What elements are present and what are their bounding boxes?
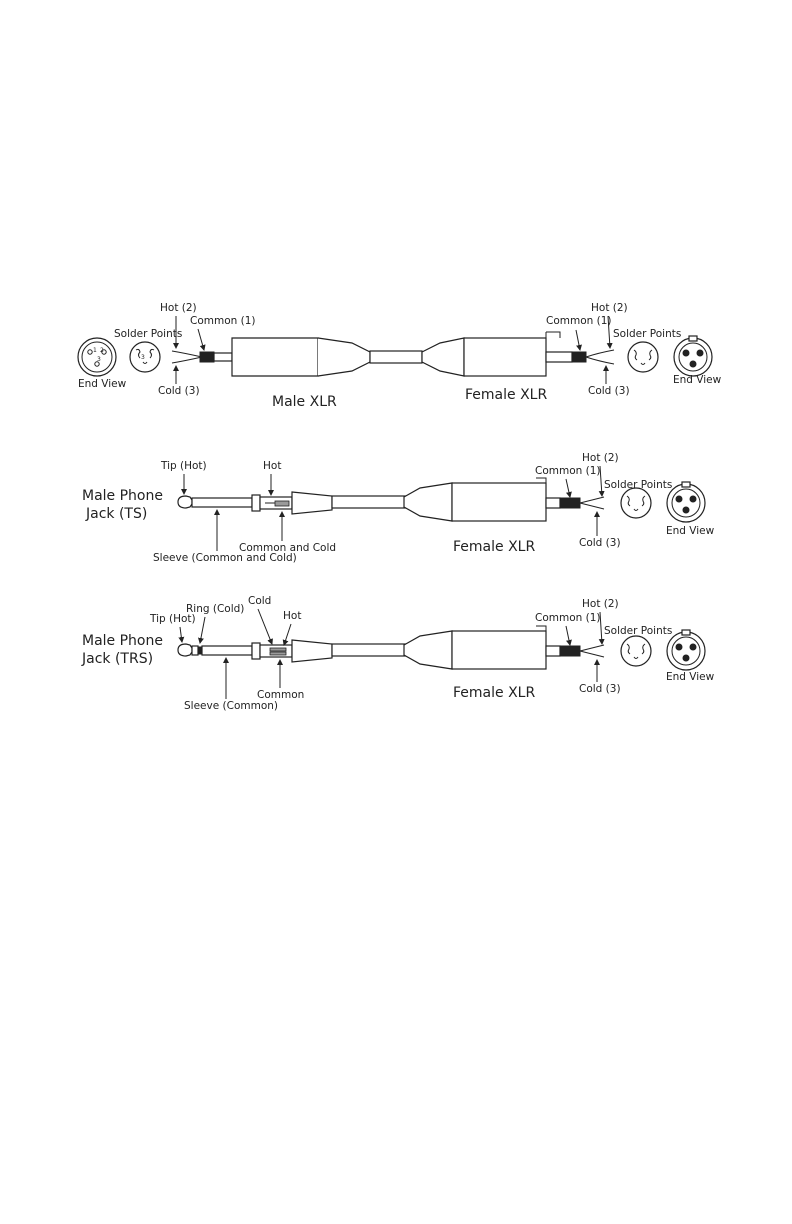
diagram-xlr-to-xlr: 1 3 2 End View 3 Solder Points Hot (2) C… [77,302,722,410]
female-xlr-end-view [673,335,713,377]
sleeve-label: Sleeve (Common and Cold) [153,552,297,564]
hot-2-label: Hot (2) [582,598,619,610]
female-xlr-solder-points [627,341,659,373]
common-1-label: Common (1) [535,612,601,624]
female-xlr-label: Female XLR [465,387,547,403]
hot-2-label: Hot (2) [591,302,628,314]
cold-label: Cold [248,595,271,607]
common-label: Common [257,689,304,701]
diagram-trs-to-xlr: Male Phone Jack (TRS) Tip (Hot) Ring (Co… [81,595,715,712]
common-1-label: Common (1) [546,315,612,327]
pin-number: 3 [141,354,145,361]
hot-2-label: Hot (2) [160,302,197,314]
female-xlr-body [421,331,561,377]
cold-3-label: Cold (3) [158,385,200,397]
male-xlr-solder-points: 3 [129,341,161,373]
cold-3-label: Cold (3) [579,537,621,549]
pin-number: 1 [93,347,97,354]
female-xlr-end-view [666,629,706,671]
solder-points-label: Solder Points [604,625,672,637]
ts-phone-plug [177,491,333,515]
cable [331,495,413,509]
solder-points-label: Solder Points [604,479,672,491]
pin-number: 2 [100,347,104,354]
hot-2-label: Hot (2) [582,452,619,464]
male-xlr-end-view: 1 3 2 [77,337,117,377]
solder-points-label: Solder Points [613,328,681,340]
jack-label-line1: Male Phone [82,633,163,649]
end-view-label: End View [666,671,715,683]
jack-label-line2: Jack (TS) [85,506,147,522]
solder-points-label: Solder Points [114,328,182,340]
diagram-ts-to-xlr: Male Phone Jack (TS) Tip (Hot) Hot Commo… [82,452,715,564]
female-xlr-body [403,477,547,522]
sleeve-common-label: Sleeve (Common) [184,700,278,712]
cold-3-label: Cold (3) [579,683,621,695]
end-view-label: End View [666,525,715,537]
end-view-label: End View [78,378,127,390]
cold-3-label: Cold (3) [588,385,630,397]
trs-phone-plug [177,639,333,663]
female-xlr-label: Female XLR [453,685,535,701]
male-xlr-body [231,337,371,377]
pin-number: 3 [97,356,101,363]
female-xlr-solder-points [620,635,652,667]
tip-hot-label: Tip (Hot) [149,613,196,625]
end-view-label: End View [673,374,722,386]
common-and-cold-label: Common and Cold [239,542,336,554]
cable [331,643,413,657]
tip-hot-label: Tip (Hot) [160,460,207,472]
female-xlr-body [403,625,547,670]
ring-cold-label: Ring (Cold) [186,603,244,615]
male-xlr-label: Male XLR [272,394,337,410]
jack-label-line2: Jack (TRS) [81,651,153,667]
female-xlr-end-view [666,481,706,523]
common-1-label: Common (1) [535,465,601,477]
female-xlr-solder-points [620,487,652,519]
cable [369,350,423,364]
common-1-label: Common (1) [190,315,256,327]
jack-label-line1: Male Phone [82,488,163,504]
hot-label: Hot [283,610,301,622]
hot-label: Hot [263,460,281,472]
female-xlr-label: Female XLR [453,539,535,555]
